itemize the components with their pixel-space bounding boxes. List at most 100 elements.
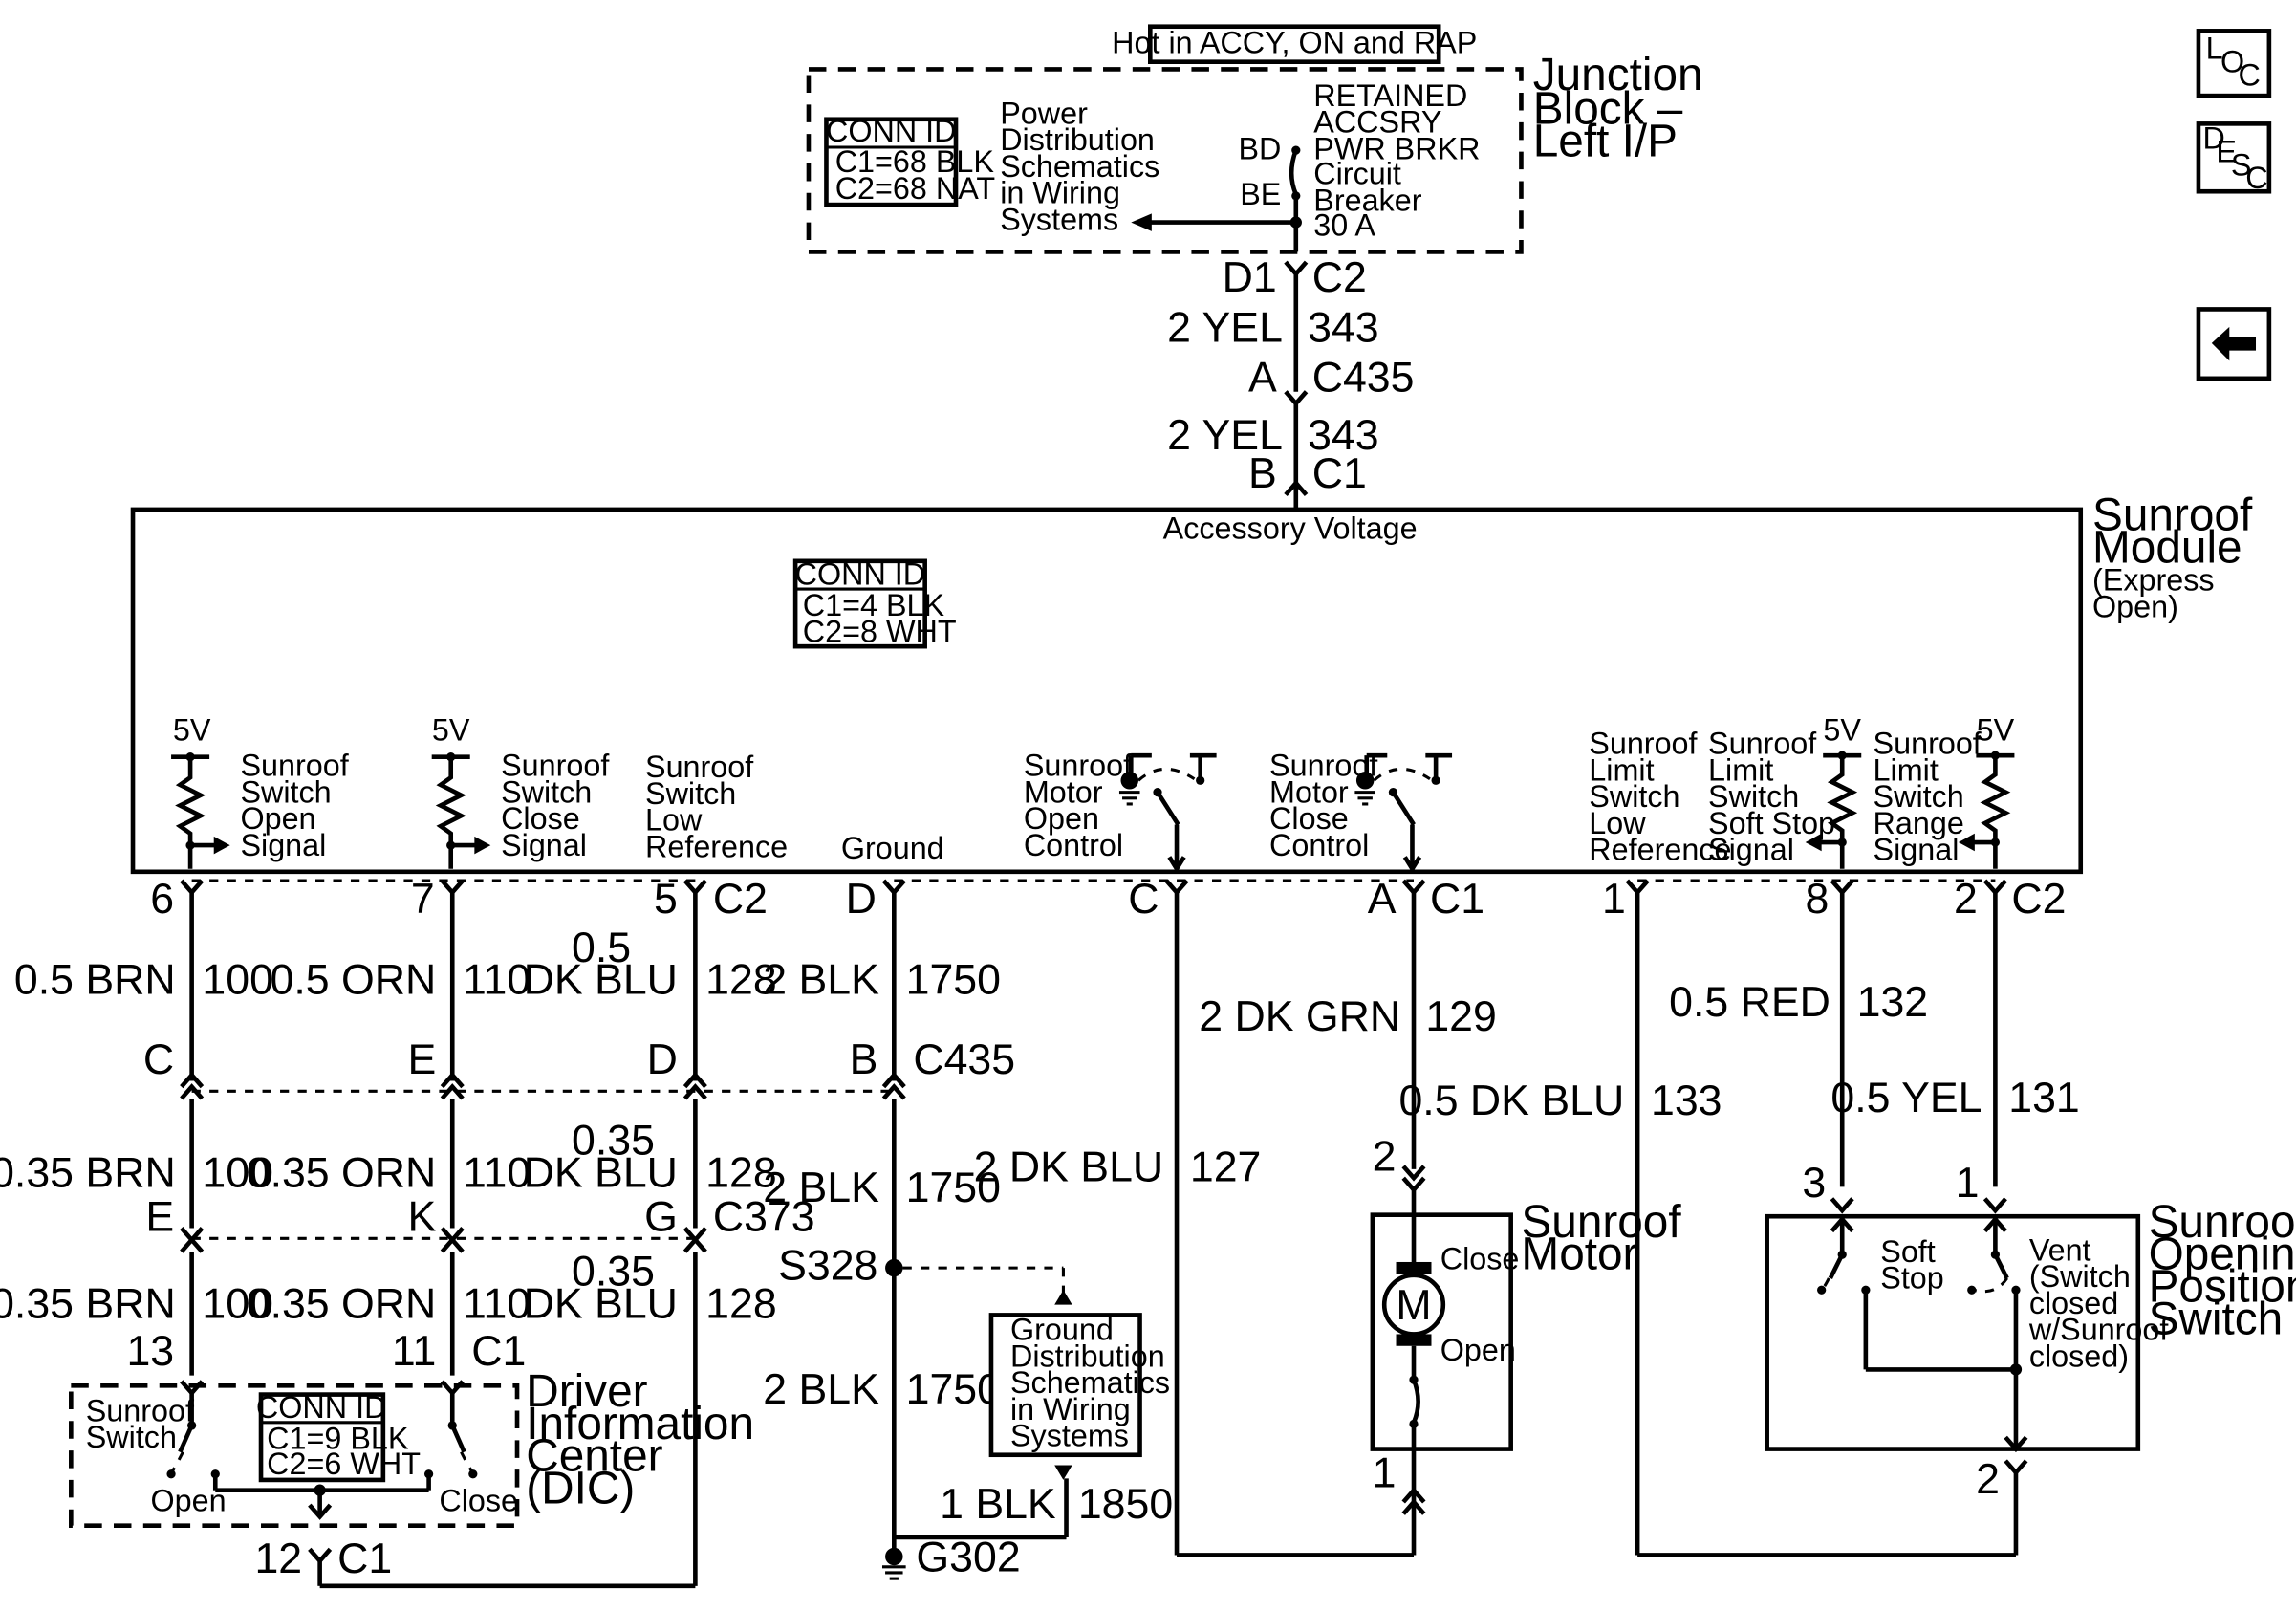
svg-text:closed: closed bbox=[2029, 1286, 2118, 1320]
soft-stop-internal: Sunroof Limit Switch Soft Stop Signal 5V bbox=[1708, 713, 1861, 869]
svg-text:(DIC): (DIC) bbox=[526, 1464, 635, 1514]
svg-text:ACCSRY: ACCSRY bbox=[1313, 105, 1441, 140]
svg-text:343: 343 bbox=[1308, 304, 1379, 351]
svg-text:Motor: Motor bbox=[1024, 774, 1103, 809]
ground-label: Ground bbox=[841, 831, 944, 865]
svg-text:BD: BD bbox=[1238, 131, 1281, 165]
svg-text:in Wiring: in Wiring bbox=[1010, 1392, 1131, 1426]
svg-text:Sunroof: Sunroof bbox=[2149, 1197, 2296, 1248]
svg-text:Close: Close bbox=[1269, 801, 1349, 836]
svg-text:Opening: Opening bbox=[2149, 1230, 2296, 1280]
ground-distribution-reference[interactable]: Ground Distribution Schematics in Wiring… bbox=[988, 1313, 1170, 1458]
svg-text:Limit: Limit bbox=[1708, 752, 1773, 787]
svg-text:Motor: Motor bbox=[1269, 774, 1349, 809]
power-distribution-reference[interactable]: Power Distribution Schematics in Wiring … bbox=[1000, 96, 1296, 236]
wires-low: 0.35 BRN 100 0.35 ORN 110 0.35 DK BLU 12… bbox=[0, 1242, 1072, 1589]
desc-button[interactable]: D E S C bbox=[2196, 121, 2272, 196]
svg-text:110: 110 bbox=[463, 957, 531, 1004]
svg-text:Limit: Limit bbox=[1874, 752, 1939, 787]
svg-text:Open: Open bbox=[151, 1483, 227, 1517]
svg-text:C1=9 BLK: C1=9 BLK bbox=[267, 1422, 409, 1456]
module-title-4: Open) bbox=[2092, 589, 2178, 623]
svg-text:Switch: Switch bbox=[1589, 779, 1679, 814]
wires-mid: 0.35 BRN 100 0.35 ORN 110 0.35 DK BLU 12… bbox=[0, 1099, 1262, 1550]
svg-text:128: 128 bbox=[705, 957, 777, 1004]
svg-text:Motor: Motor bbox=[1521, 1230, 1637, 1280]
svg-text:0.35 BRN: 0.35 BRN bbox=[0, 1149, 176, 1196]
svg-text:DK BLU: DK BLU bbox=[524, 957, 678, 1004]
svg-text:Systems: Systems bbox=[1010, 1418, 1129, 1452]
svg-text:100: 100 bbox=[202, 1149, 273, 1196]
svg-text:A: A bbox=[1248, 355, 1277, 402]
c373-connector: E K G C373 bbox=[145, 1194, 815, 1253]
svg-text:Switch: Switch bbox=[1874, 779, 1964, 814]
svg-text:C373: C373 bbox=[713, 1194, 815, 1241]
svg-text:Limit: Limit bbox=[1589, 752, 1654, 787]
svg-text:2: 2 bbox=[1954, 876, 1978, 923]
limit-low-ref-label: Sunroof Limit Switch Low Reference bbox=[1589, 727, 1731, 867]
svg-text:1750: 1750 bbox=[906, 1165, 1001, 1211]
svg-text:Sunroof: Sunroof bbox=[1521, 1197, 1681, 1248]
svg-text:30 A: 30 A bbox=[1313, 207, 1375, 242]
svg-text:129: 129 bbox=[1425, 993, 1497, 1040]
svg-text:Switch: Switch bbox=[645, 776, 736, 811]
motor-m-label: M bbox=[1396, 1282, 1431, 1329]
svg-text:C: C bbox=[2245, 161, 2267, 195]
module-title-2: Module bbox=[2092, 522, 2242, 573]
svg-text:A: A bbox=[1368, 876, 1397, 923]
svg-text:BE: BE bbox=[1240, 177, 1281, 211]
svg-text:132: 132 bbox=[1857, 979, 1929, 1026]
svg-text:127: 127 bbox=[1190, 1143, 1262, 1190]
svg-text:1: 1 bbox=[1373, 1450, 1397, 1497]
svg-text:D1: D1 bbox=[1223, 254, 1277, 301]
svg-text:Range: Range bbox=[1874, 806, 1964, 840]
svg-text:11: 11 bbox=[392, 1328, 436, 1375]
svg-text:Signal: Signal bbox=[240, 828, 326, 862]
svg-text:Sunroof: Sunroof bbox=[1874, 727, 1982, 761]
svg-text:Sunroof: Sunroof bbox=[86, 1393, 195, 1427]
svg-text:Signal: Signal bbox=[1874, 832, 1960, 866]
svg-text:Schematics: Schematics bbox=[1010, 1365, 1170, 1400]
back-button[interactable] bbox=[2196, 307, 2272, 381]
left-arrow-icon bbox=[2211, 326, 2257, 361]
svg-text:5V: 5V bbox=[1823, 713, 1861, 748]
svg-text:Stop: Stop bbox=[1880, 1261, 1944, 1295]
close-signal-internal: 5V Sunroof Switch Close Signal bbox=[431, 713, 610, 869]
svg-text:Distribution: Distribution bbox=[1010, 1339, 1165, 1373]
svg-text:DK BLU: DK BLU bbox=[524, 1149, 678, 1196]
svg-text:Hot in ACCY, ON and RAP: Hot in ACCY, ON and RAP bbox=[1112, 25, 1477, 59]
svg-text:Control: Control bbox=[1269, 828, 1369, 862]
module-title-3: (Express bbox=[2092, 563, 2215, 598]
svg-text:G302: G302 bbox=[916, 1534, 1020, 1580]
svg-text:133: 133 bbox=[1651, 1078, 1722, 1124]
svg-text:Sunroof: Sunroof bbox=[645, 750, 754, 784]
c435-connector: C E D B C435 bbox=[143, 1036, 1015, 1100]
svg-text:0.35: 0.35 bbox=[572, 1249, 655, 1295]
circuit-breaker: RETAINED ACCSRY PWR BRKR Circuit Breaker… bbox=[1238, 78, 1481, 252]
svg-text:2 BLK: 2 BLK bbox=[763, 957, 879, 1004]
svg-text:0.5 DK BLU: 0.5 DK BLU bbox=[1398, 1078, 1624, 1124]
svg-text:Schematics: Schematics bbox=[1000, 149, 1159, 184]
svg-text:1750: 1750 bbox=[906, 957, 1001, 1004]
svg-text:C2=68 NAT: C2=68 NAT bbox=[835, 171, 995, 206]
svg-text:C1: C1 bbox=[1430, 876, 1484, 923]
svg-text:in Wiring: in Wiring bbox=[1000, 176, 1120, 210]
svg-text:C2=8 WHT: C2=8 WHT bbox=[803, 615, 957, 649]
svg-text:Reference: Reference bbox=[1589, 832, 1731, 866]
loc-button[interactable]: L O C bbox=[2196, 29, 2272, 98]
svg-text:D: D bbox=[846, 876, 877, 923]
svg-text:Signal: Signal bbox=[501, 828, 587, 862]
svg-text:Sunroof: Sunroof bbox=[1708, 727, 1817, 761]
svg-text:12: 12 bbox=[254, 1535, 302, 1582]
svg-text:2: 2 bbox=[1373, 1133, 1397, 1180]
svg-text:DK BLU: DK BLU bbox=[524, 1280, 678, 1327]
svg-text:Sunroof: Sunroof bbox=[240, 749, 349, 783]
junction-block-title-3: Left I/P bbox=[1533, 116, 1678, 166]
svg-text:1850: 1850 bbox=[1078, 1481, 1173, 1528]
svg-text:Driver: Driver bbox=[526, 1366, 647, 1417]
svg-text:2 DK BLU: 2 DK BLU bbox=[974, 1143, 1164, 1190]
svg-text:S: S bbox=[2231, 147, 2252, 182]
svg-text:C2: C2 bbox=[2011, 876, 2066, 923]
svg-text:E: E bbox=[408, 1036, 437, 1083]
svg-text:G: G bbox=[644, 1194, 678, 1241]
